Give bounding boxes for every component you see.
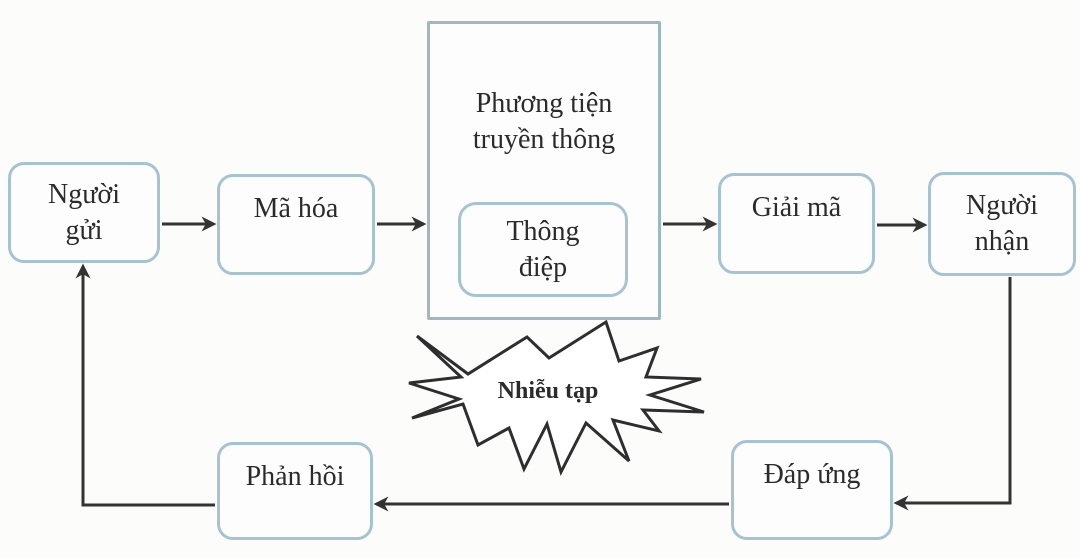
node-label-line: gửi [65, 214, 103, 246]
node-label-line: Phản hồi [245, 461, 345, 492]
node-feedback: Phản hồi [217, 442, 373, 540]
node-receiver: Người nhận [928, 172, 1076, 276]
node-label-line: Mã hóa [253, 193, 339, 224]
node-label-line: Phương tiện [475, 88, 613, 119]
node-label-line: điệp [518, 251, 568, 283]
node-label-line: Người [966, 190, 1038, 221]
node-label-line: Người [48, 178, 120, 210]
arrow-feedback-to-sender [75, 263, 215, 507]
noise-starburst-shape [408, 319, 705, 477]
node-label-line: nhận [974, 226, 1030, 257]
node-decode: Giải mã [718, 173, 875, 274]
node-label-line: truyền thông [472, 124, 616, 155]
node-label-line: Đáp ứng [763, 459, 861, 490]
node-response: Đáp ứng [731, 440, 893, 540]
node-encode: Mã hóa [217, 174, 375, 275]
node-label-line: Giải mã [751, 192, 842, 223]
noise-label: Nhiễu tạp [497, 378, 599, 404]
arrow-receiver-to-response [893, 277, 1012, 511]
node-sender: Người gửi [8, 162, 160, 263]
node-label-line: Thông [506, 215, 580, 247]
node-message: Thông điệp [458, 202, 628, 297]
